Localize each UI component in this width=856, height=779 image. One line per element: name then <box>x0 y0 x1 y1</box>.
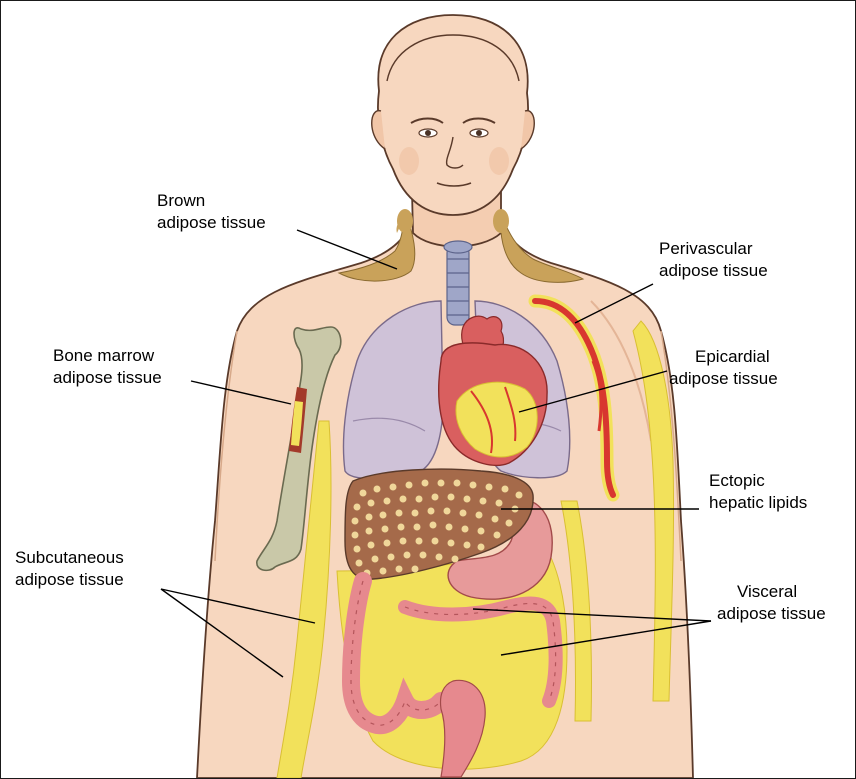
label-perivascular: Perivascular adipose tissue <box>659 239 768 280</box>
label-brown: Brown adipose tissue <box>157 191 266 232</box>
leader-brown <box>297 230 397 269</box>
trachea <box>444 241 472 325</box>
label-visceral: Visceral adipose tissue <box>717 582 826 623</box>
label-ectopic: Ectopic hepatic lipids <box>709 471 807 512</box>
label-epicardial: Epicardial adipose tissue <box>669 347 778 388</box>
label-bone-marrow: Bone marrow adipose tissue <box>53 346 162 387</box>
label-subcutaneous: Subcutaneous adipose tissue <box>15 548 128 589</box>
head <box>372 15 535 215</box>
